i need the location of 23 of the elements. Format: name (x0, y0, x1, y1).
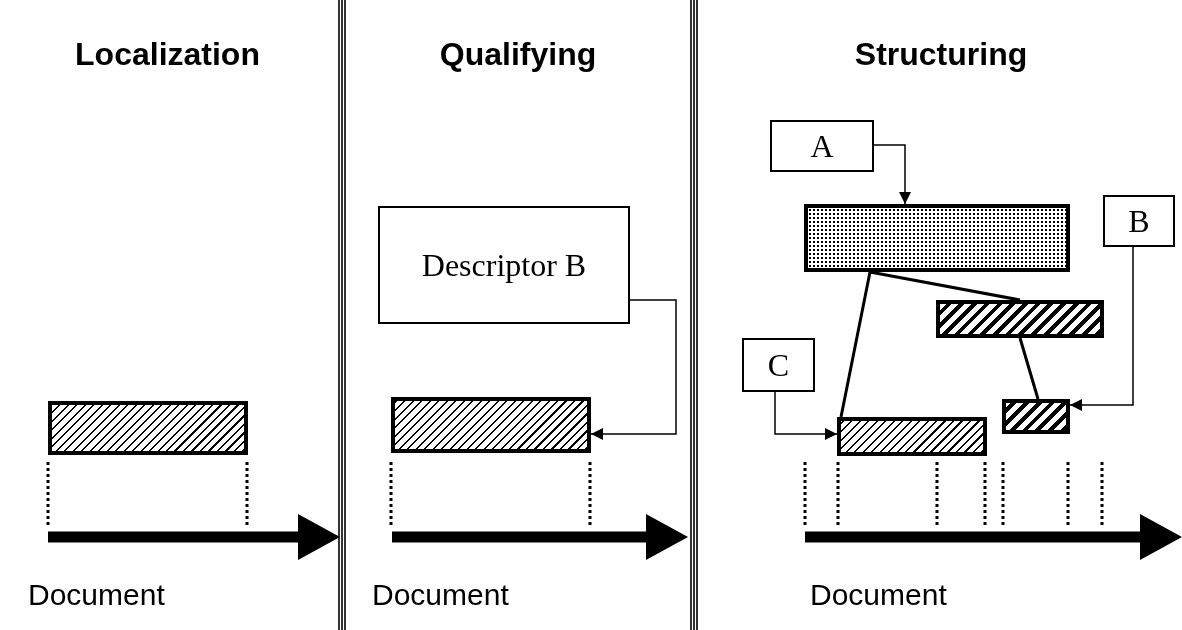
arrow (590, 299, 677, 440)
hatched-bar (48, 401, 248, 455)
arrow (1069, 246, 1134, 411)
panel-heading: Structuring (853, 36, 1029, 73)
axis-label: Document (810, 578, 947, 612)
panel-heading: Qualifying (438, 36, 598, 73)
hatched-bar (936, 300, 1104, 338)
connector-line (869, 270, 1021, 302)
axis-label: Document (28, 578, 165, 612)
text-box: B (1103, 195, 1175, 247)
axis-label: Document (372, 578, 509, 612)
arrow (873, 144, 911, 205)
hatched-bar (391, 397, 591, 453)
text-box: C (742, 338, 815, 392)
text-box: Descriptor B (378, 206, 630, 324)
hatched-bar (837, 417, 987, 456)
dotted-bar (804, 204, 1070, 272)
panel-heading: Localization (74, 36, 261, 73)
hatched-bar (1002, 399, 1070, 434)
connector-line (1018, 337, 1040, 400)
arrow (774, 391, 838, 440)
connector-line (839, 271, 872, 418)
text-box: A (770, 120, 874, 172)
